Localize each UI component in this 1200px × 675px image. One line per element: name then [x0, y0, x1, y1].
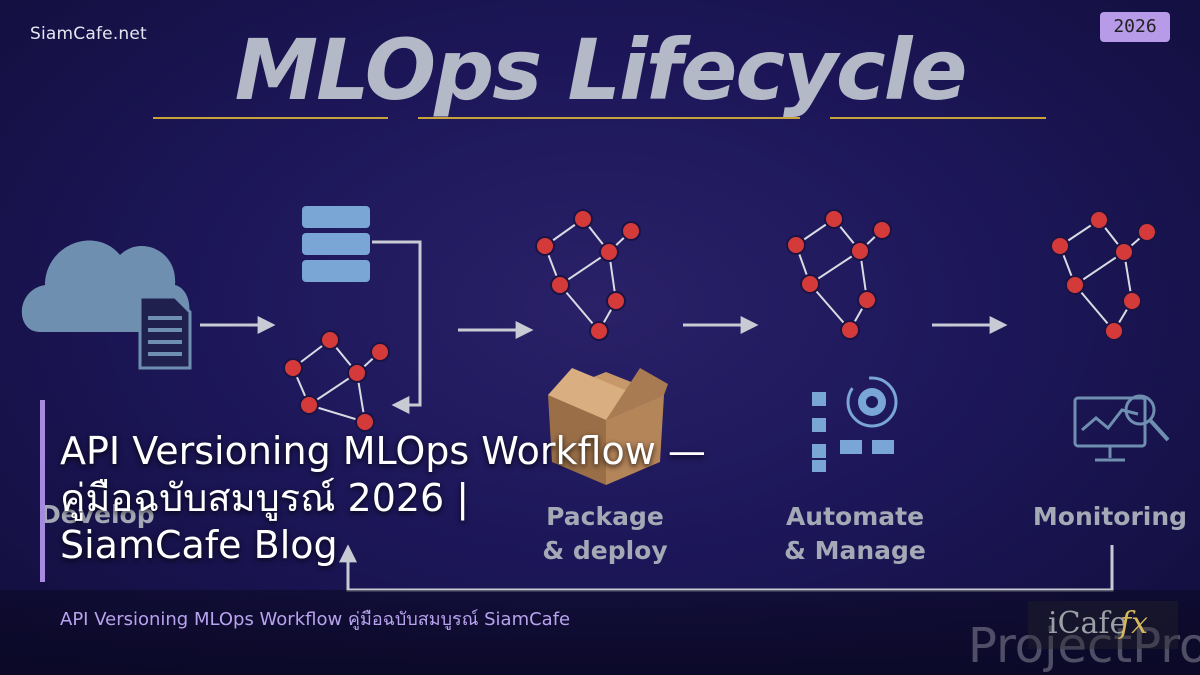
graph-nodes: [283, 209, 1157, 432]
hero-title: MLOps Lifecycle: [234, 21, 968, 119]
watermark: ProjectPro: [968, 618, 1200, 674]
stage-label-develop: Develop: [40, 498, 155, 532]
logo-text: iCafe: [1048, 606, 1128, 641]
database-icon: [302, 206, 370, 282]
stage-label-develop-line1: Develop: [40, 500, 155, 529]
stage-label-package-line1: Package: [546, 502, 664, 531]
gear-workflow-icon: [812, 376, 898, 472]
monitor-chart-icon: [1073, 396, 1147, 462]
stage-label-automate: Automate & Manage: [775, 500, 935, 568]
stage-label-package: Package & deploy: [530, 500, 680, 568]
magnifier-icon: [1124, 394, 1170, 442]
post-title-line3: SiamCafe Blog: [60, 523, 338, 567]
logo: [1028, 601, 1178, 649]
site-name[interactable]: SiamCafe.net: [30, 24, 147, 44]
stage-label-automate-line1: Automate: [785, 502, 925, 531]
stage-label-monitoring-line1: Monitoring: [1032, 502, 1188, 531]
post-title-line2: คู่มือฉบับสมบูรณ์ 2026 |: [60, 476, 470, 520]
bottom-overlay: [0, 590, 1200, 675]
accent-bar: [40, 400, 45, 582]
box-icon: [548, 368, 668, 485]
year-badge: 2026: [1100, 12, 1170, 42]
logo-fx: fx: [1120, 606, 1149, 641]
post-title[interactable]: API Versioning MLOps Workflow — คู่มือฉบ…: [60, 428, 860, 569]
document-icon: [138, 295, 192, 370]
post-title-line1: API Versioning MLOps Workflow —: [60, 429, 706, 473]
stage-label-monitoring: Monitoring: [1020, 500, 1200, 534]
stage-label-package-line2: & deploy: [542, 536, 668, 565]
post-subtitle: API Versioning MLOps Workflow คู่มือฉบับ…: [60, 609, 571, 630]
stage-label-automate-line2: & Manage: [784, 536, 926, 565]
